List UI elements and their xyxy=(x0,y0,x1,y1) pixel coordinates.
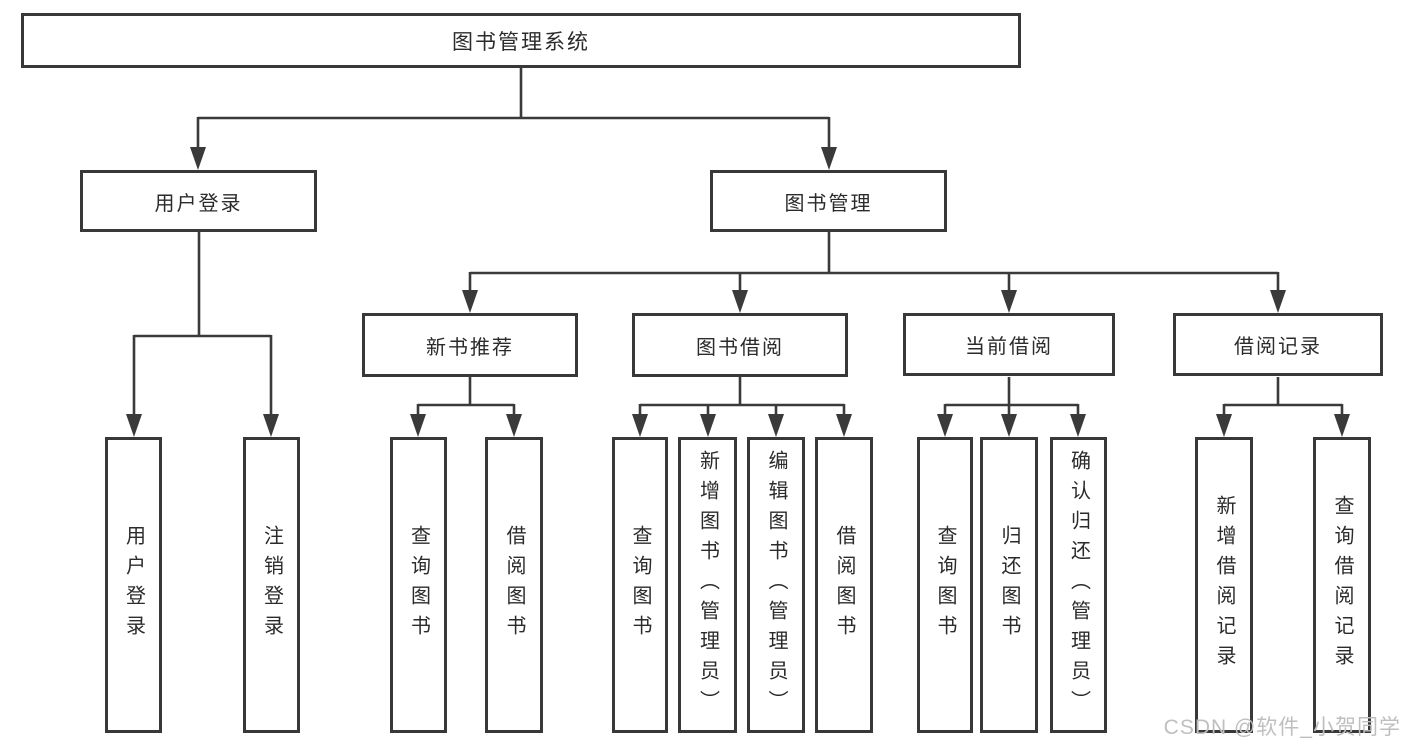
leaf-borrow-books-newbook: 借阅图书 xyxy=(485,437,543,733)
leaf-query-borrow-record-label: 查询借阅记录 xyxy=(1331,495,1353,675)
node-book-borrow: 图书借阅 xyxy=(632,313,848,377)
connector-book-mgmt-to-level3 xyxy=(468,232,1280,293)
leaf-logout: 注销登录 xyxy=(243,437,300,733)
arrowheads-current-borrow-children xyxy=(937,414,1086,437)
leaf-return-books-label: 归还图书 xyxy=(998,525,1020,645)
node-current-borrow: 当前借阅 xyxy=(903,313,1115,376)
leaf-borrow-books-label: 借阅图书 xyxy=(833,525,855,645)
leaf-borrow-books: 借阅图书 xyxy=(815,437,873,733)
node-borrow-records: 借阅记录 xyxy=(1173,313,1383,376)
leaf-add-borrow-record: 新增借阅记录 xyxy=(1195,437,1253,733)
leaf-add-borrow-record-label: 新增借阅记录 xyxy=(1213,495,1235,675)
connector-book-borrow-children xyxy=(638,377,846,417)
arrowheads-level3 xyxy=(462,290,1286,313)
node-new-book-recommend: 新书推荐 xyxy=(362,313,578,377)
connector-root-to-level2 xyxy=(196,68,831,150)
connector-current-borrow-children xyxy=(943,377,1080,417)
leaf-add-books-admin-label: 新增图书（管理员） xyxy=(696,450,719,720)
arrowheads-user-login-children xyxy=(126,414,279,437)
leaf-logout-label: 注销登录 xyxy=(260,525,283,645)
leaf-query-books-borrow-label: 查询图书 xyxy=(629,525,651,645)
node-root-library-system: 图书管理系统 xyxy=(21,13,1021,68)
leaf-confirm-return-admin-label: 确认归还（管理员） xyxy=(1067,450,1090,720)
arrowheads-level2 xyxy=(190,147,837,170)
leaf-query-books-newbook: 查询图书 xyxy=(390,437,447,733)
leaf-query-books-current: 查询图书 xyxy=(917,437,973,733)
connector-new-book-children xyxy=(416,377,516,417)
leaf-query-books-borrow: 查询图书 xyxy=(612,437,668,733)
leaf-edit-books-admin: 编辑图书（管理员） xyxy=(747,437,805,733)
csdn-watermark: CSDN @软件_小贺同学 xyxy=(1163,716,1401,739)
arrowheads-new-book-children xyxy=(410,414,522,437)
leaf-return-books: 归还图书 xyxy=(980,437,1038,733)
leaf-query-borrow-record: 查询借阅记录 xyxy=(1313,437,1371,733)
arrowheads-borrow-records-children xyxy=(1216,414,1350,437)
leaf-query-books-newbook-label: 查询图书 xyxy=(407,525,430,645)
leaf-borrow-books-newbook-label: 借阅图书 xyxy=(503,525,525,645)
leaf-user-login: 用户登录 xyxy=(105,437,162,733)
leaf-edit-books-admin-label: 编辑图书（管理员） xyxy=(765,450,787,720)
node-book-management: 图书管理 xyxy=(710,170,947,232)
leaf-user-login-label: 用户登录 xyxy=(122,525,145,645)
arrowheads-book-borrow-children xyxy=(632,414,852,437)
leaf-query-books-current-label: 查询图书 xyxy=(934,525,956,645)
connector-borrow-records-children xyxy=(1222,377,1344,417)
node-user-login: 用户登录 xyxy=(80,170,317,232)
connector-user-login-children xyxy=(132,232,273,417)
leaf-confirm-return-admin: 确认归还（管理员） xyxy=(1050,437,1107,733)
leaf-add-books-admin: 新增图书（管理员） xyxy=(678,437,737,733)
